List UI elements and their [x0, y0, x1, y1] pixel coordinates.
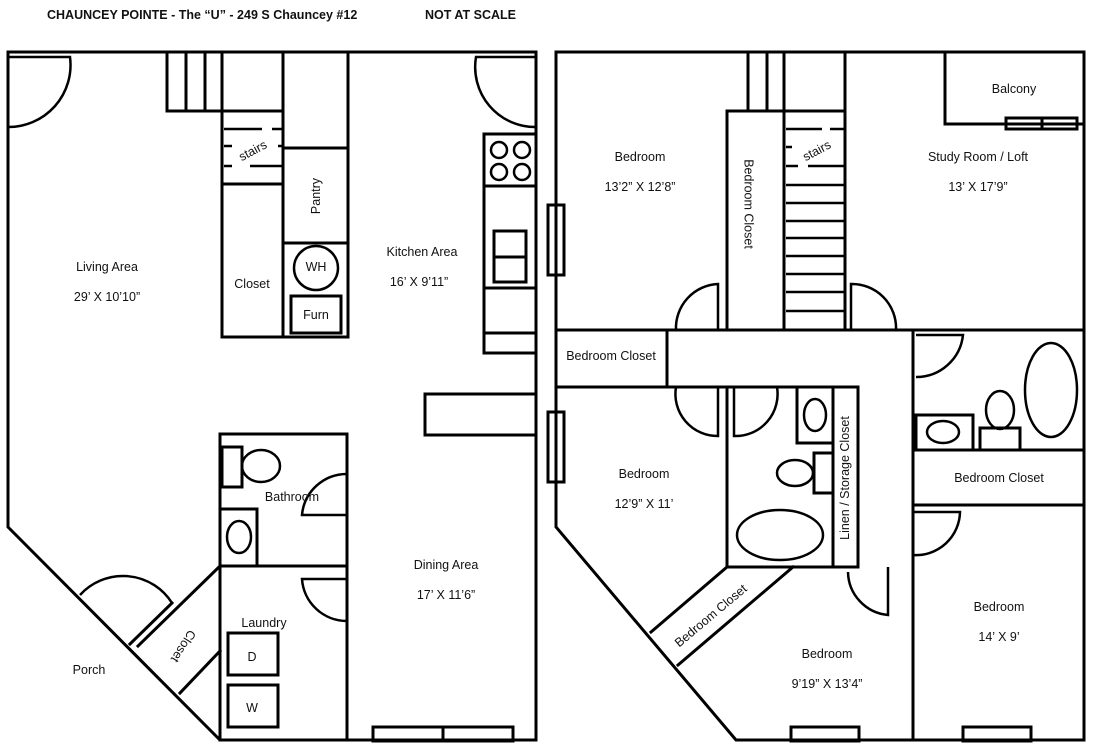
bedroom-s-label: Bedroom — [801, 646, 853, 661]
kitchen-area-label: Kitchen Area — [386, 244, 458, 259]
stove-burners-icon — [489, 140, 532, 182]
water-heater-icon — [292, 244, 340, 292]
closet-label: Closet — [234, 276, 270, 291]
study-room-label: Study Room / Loft — [927, 149, 1029, 164]
furnace-icon — [289, 294, 343, 335]
linen-storage-closet-label: Linen / Storage Closet — [837, 416, 852, 540]
bathtub-icon — [1023, 341, 1079, 439]
plan-title: CHAUNCEY POINTE - The “U” - 249 S Chaunc… — [47, 8, 358, 22]
first-floor-walls — [6, 50, 538, 743]
kitchen-area-size: 16’ X 9’11” — [389, 274, 449, 289]
porch-label: Porch — [72, 662, 106, 677]
bathtub-icon — [735, 508, 825, 562]
study-room-size: 13’ X 17’9” — [948, 179, 1008, 194]
bedroom-se-size: 14’ X 9’ — [978, 629, 1020, 644]
dryer-icon — [226, 631, 280, 677]
bedroom-closet-west-label: Bedroom Closet — [566, 348, 656, 363]
bedroom-nw-size: 13’2” X 12’8” — [604, 179, 676, 194]
toilet-icon — [978, 426, 1022, 452]
bedroom-closet-vertical-label: Bedroom Closet — [741, 159, 756, 249]
bath-sink-icon — [218, 507, 259, 568]
toilet-icon — [220, 445, 244, 489]
window-icon — [961, 725, 1033, 743]
bathroom-label: Bathroom — [264, 489, 320, 504]
living-area-size: 29’ X 10’10” — [73, 289, 141, 304]
scale-note: NOT AT SCALE — [425, 8, 516, 22]
balcony-label: Balcony — [991, 81, 1037, 96]
washer-icon — [226, 683, 280, 729]
pantry-label: Pantry — [308, 177, 323, 215]
bedroom-s-size: 9’19” X 13’4” — [791, 676, 863, 691]
bedroom-w-size: 12’9” X 11’ — [614, 496, 674, 511]
second-floor-walls — [546, 50, 1086, 743]
bedroom-w-label: Bedroom — [618, 466, 670, 481]
washer-label: W — [246, 700, 258, 715]
water-heater-label: WH — [305, 259, 327, 274]
bedroom-se-label: Bedroom — [973, 599, 1025, 614]
window-icon — [546, 203, 566, 277]
bath-sink-icon — [795, 385, 835, 445]
furnace-label: Furn — [303, 307, 329, 322]
dining-area-label: Dining Area — [413, 557, 479, 572]
bedroom-nw-label: Bedroom — [614, 149, 666, 164]
window-icon — [546, 410, 566, 484]
laundry-label: Laundry — [241, 615, 287, 630]
dining-area-size: 17’ X 11’6” — [416, 587, 476, 602]
bedroom-closet-east-label: Bedroom Closet — [954, 470, 1044, 485]
window-icon — [789, 725, 861, 743]
toilet-icon — [812, 451, 835, 495]
living-area-label: Living Area — [76, 259, 138, 274]
dryer-label: D — [247, 649, 257, 664]
door-swing-icon — [7, 55, 72, 129]
